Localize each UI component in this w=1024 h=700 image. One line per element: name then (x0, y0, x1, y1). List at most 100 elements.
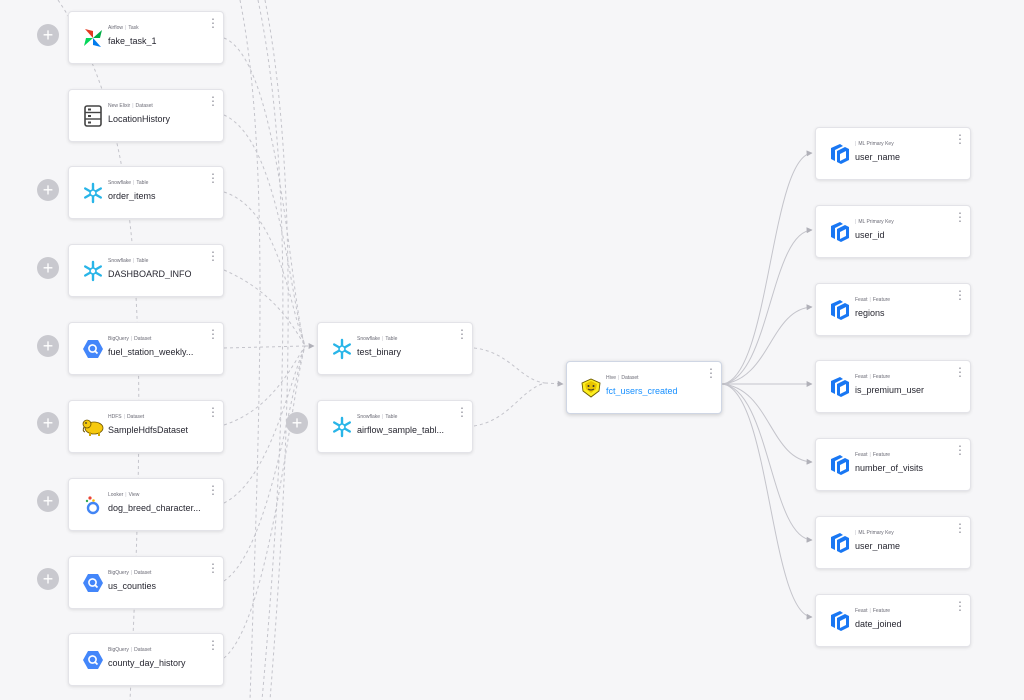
node-name[interactable]: order_items (108, 191, 156, 201)
more-options-icon[interactable]: ⋮ (207, 638, 219, 652)
lineage-node-user-id[interactable]: |ML Primary Key user_id ⋮ (815, 205, 971, 258)
node-name[interactable]: user_name (855, 541, 901, 551)
node-name[interactable]: is_premium_user (855, 385, 925, 395)
node-name[interactable]: fuel_station_weekly... (108, 347, 194, 357)
more-options-icon[interactable]: ⋮ (207, 561, 219, 575)
bigquery-icon (81, 648, 105, 672)
lineage-node-user-name-2[interactable]: |ML Primary Key user_name ⋮ (815, 516, 971, 569)
more-options-icon[interactable]: ⋮ (954, 365, 966, 379)
node-meta: |ML Primary Key (855, 530, 894, 536)
node-name[interactable]: fake_task_1 (108, 36, 157, 46)
airflow-icon (81, 26, 105, 50)
more-options-icon[interactable]: ⋮ (954, 132, 966, 146)
table-storage-icon (81, 104, 105, 128)
hadoop-icon (81, 415, 105, 439)
feast-icon (828, 375, 852, 399)
hive-icon (579, 376, 603, 400)
node-name[interactable]: regions (855, 308, 885, 318)
lineage-node-airflow-sample-table[interactable]: Snowflake|Table airflow_sample_tabl... ⋮ (317, 400, 473, 453)
node-meta: |ML Primary Key (855, 141, 894, 147)
lineage-node-order-items[interactable]: Snowflake|Table order_items ⋮ (68, 166, 224, 219)
lineage-node-locationhistory[interactable]: New Elixir|Dataset LocationHistory ⋮ (68, 89, 224, 142)
node-meta: Snowflake|Table (108, 180, 149, 186)
lineage-node-user-name[interactable]: |ML Primary Key user_name ⋮ (815, 127, 971, 180)
more-options-icon[interactable]: ⋮ (207, 171, 219, 185)
more-options-icon[interactable]: ⋮ (456, 405, 468, 419)
node-name[interactable]: SampleHdfsDataset (108, 425, 189, 435)
more-options-icon[interactable]: ⋮ (207, 327, 219, 341)
more-options-icon[interactable]: ⋮ (207, 483, 219, 497)
lineage-node-dog-breed-character[interactable]: Looker|View dog_breed_character... ⋮ (68, 478, 224, 531)
node-name[interactable]: DASHBOARD_INFO (108, 269, 192, 279)
node-name[interactable]: us_counties (108, 581, 157, 591)
more-options-icon[interactable]: ⋮ (954, 599, 966, 613)
lineage-node-us-counties[interactable]: BigQuery|Dataset us_counties ⋮ (68, 556, 224, 609)
node-name[interactable]: user_id (855, 230, 885, 240)
bigquery-icon (81, 337, 105, 361)
feast-icon (828, 298, 852, 322)
expand-button[interactable]: + (37, 412, 59, 434)
more-options-icon[interactable]: ⋮ (954, 288, 966, 302)
node-meta: BigQuery|Dataset (108, 570, 152, 576)
snowflake-icon (81, 181, 105, 205)
node-name[interactable]: date_joined (855, 619, 902, 629)
node-meta: New Elixir|Dataset (108, 103, 153, 109)
node-name[interactable]: dog_breed_character... (108, 503, 201, 513)
snowflake-icon (330, 415, 354, 439)
feast-icon (828, 609, 852, 633)
more-options-icon[interactable]: ⋮ (207, 94, 219, 108)
expand-button[interactable]: + (37, 179, 59, 201)
feast-icon (828, 220, 852, 244)
more-options-icon[interactable]: ⋮ (207, 405, 219, 419)
lineage-node-fuel-station-weekly[interactable]: BigQuery|Dataset fuel_station_weekly... … (68, 322, 224, 375)
expand-button[interactable]: + (37, 24, 59, 46)
lineage-node-test-binary[interactable]: Snowflake|Table test_binary ⋮ (317, 322, 473, 375)
node-name[interactable]: number_of_visits (855, 463, 924, 473)
more-options-icon[interactable]: ⋮ (954, 210, 966, 224)
lineage-node-county-day-history[interactable]: BigQuery|Dataset county_day_history ⋮ (68, 633, 224, 686)
node-meta: HDFS|Dataset (108, 414, 145, 420)
node-meta: Snowflake|Table (357, 414, 398, 420)
node-meta: |ML Primary Key (855, 219, 894, 225)
node-name[interactable]: test_binary (357, 347, 402, 357)
more-options-icon[interactable]: ⋮ (954, 521, 966, 535)
lineage-node-samplehdfsdataset[interactable]: HDFS|Dataset SampleHdfsDataset ⋮ (68, 400, 224, 453)
expand-button[interactable]: + (37, 335, 59, 357)
more-options-icon[interactable]: ⋮ (456, 327, 468, 341)
expand-button[interactable]: + (37, 257, 59, 279)
expand-button[interactable]: + (37, 568, 59, 590)
bigquery-icon (81, 571, 105, 595)
node-name[interactable]: user_name (855, 152, 901, 162)
lineage-node-dashboard-info[interactable]: Snowflake|Table DASHBOARD_INFO ⋮ (68, 244, 224, 297)
lineage-node-regions[interactable]: Feast|Feature regions ⋮ (815, 283, 971, 336)
node-meta: Hive|Dataset (606, 375, 639, 381)
feast-icon (828, 531, 852, 555)
lineage-node-fake-task-1[interactable]: Airflow|Task fake_task_1 ⋮ (68, 11, 224, 64)
node-name[interactable]: LocationHistory (108, 114, 171, 124)
lineage-node-number-of-visits[interactable]: Feast|Feature number_of_visits ⋮ (815, 438, 971, 491)
node-name[interactable]: fct_users_created (606, 386, 678, 396)
lineage-node-fct-users-created[interactable]: Hive|Dataset fct_users_created ⋮ (566, 361, 722, 414)
node-meta: Snowflake|Table (108, 258, 149, 264)
more-options-icon[interactable]: ⋮ (207, 16, 219, 30)
node-meta: Snowflake|Table (357, 336, 398, 342)
node-meta: Feast|Feature (855, 297, 891, 303)
more-options-icon[interactable]: ⋮ (954, 443, 966, 457)
expand-button[interactable]: + (37, 490, 59, 512)
node-name[interactable]: airflow_sample_tabl... (357, 425, 445, 435)
more-options-icon[interactable]: ⋮ (207, 249, 219, 263)
node-meta: BigQuery|Dataset (108, 336, 152, 342)
node-meta: BigQuery|Dataset (108, 647, 152, 653)
node-meta: Feast|Feature (855, 374, 891, 380)
snowflake-icon (81, 259, 105, 283)
expand-button[interactable]: + (286, 412, 308, 434)
more-options-icon[interactable]: ⋮ (705, 366, 717, 380)
feast-icon (828, 453, 852, 477)
lineage-node-is-premium-user[interactable]: Feast|Feature is_premium_user ⋮ (815, 360, 971, 413)
feast-icon (828, 142, 852, 166)
node-meta: Feast|Feature (855, 608, 891, 614)
node-meta: Looker|View (108, 492, 140, 498)
lineage-node-date-joined[interactable]: Feast|Feature date_joined ⋮ (815, 594, 971, 647)
node-name[interactable]: county_day_history (108, 658, 186, 668)
